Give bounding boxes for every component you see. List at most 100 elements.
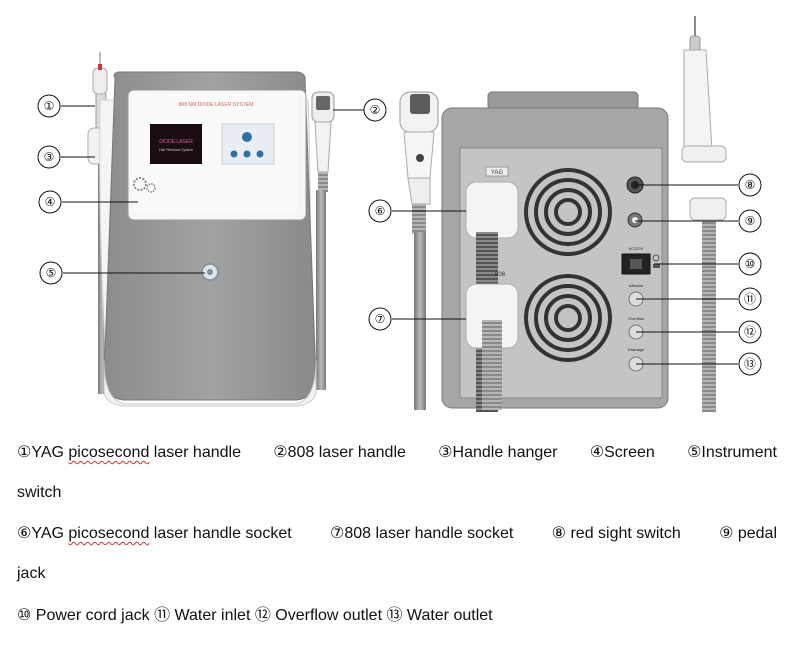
power-label: AC220V [629, 246, 644, 251]
callout-5: ⑤ [39, 261, 63, 285]
callout-9: ⑨ [738, 209, 762, 233]
overflow-outlet: Overflow [628, 316, 644, 340]
fan-top [524, 168, 612, 256]
legend-text-11: Water inlet [170, 607, 255, 624]
legend-line-3: ⑥YAG picosecond laser handle socket ⑦808… [17, 523, 777, 544]
legend-item-12: ⑫ Overflow outlet [254, 605, 387, 624]
legend-item-1: ①YAG picosecond laser handle [17, 442, 241, 463]
legend-line-2: switch [17, 484, 62, 501]
callout-10: ⑩ [738, 252, 762, 276]
legend-text-3: Handle hanger [452, 444, 558, 461]
callout-8-label: ⑧ [745, 178, 756, 192]
callout-7: ⑦ [368, 307, 392, 331]
legend-num-8: ⑧ [551, 523, 567, 542]
callout-8: ⑧ [738, 173, 762, 197]
callout-6: ⑥ [368, 199, 392, 223]
legend-item-6: ⑥YAG picosecond laser handle socket [17, 523, 292, 544]
fan-bottom [524, 274, 612, 362]
front-screen: 808 NM DIODE LASER SYSTEM DIODE LASER Ha… [127, 89, 307, 221]
socket-top-label: YAG [491, 170, 504, 176]
callout-11: ⑪ [738, 287, 762, 311]
legend-num-7: ⑦ [330, 523, 345, 542]
808-socket: 808 [465, 272, 519, 410]
callout-9-label: ⑨ [745, 214, 756, 228]
drainage-label: Drainage [628, 347, 645, 352]
legend-text-13: Water outlet [402, 607, 493, 624]
legend-text-10: Power cord jack [31, 607, 155, 624]
legend-num-11: ⑪ [154, 605, 171, 624]
callout-7-label: ⑦ [375, 312, 386, 326]
legend-line-5: ⑩ Power cord jack ⑪ Water inlet ⑫ Overfl… [17, 605, 777, 626]
callout-1: ① [37, 94, 61, 118]
overflow-label: Overflow [628, 316, 644, 321]
callout-2: ② [363, 98, 387, 122]
legend-pico-1: picosecond [68, 444, 150, 461]
legend-item-2: ②808 laser handle [273, 442, 406, 463]
power-cord-jack: AC220V [621, 246, 660, 275]
callout-2-label: ② [370, 103, 381, 117]
callout-13: ⑬ [738, 352, 762, 376]
callout-4-label: ④ [45, 195, 56, 209]
callout-5-label: ⑤ [46, 266, 57, 280]
yag-handle-back [681, 16, 727, 412]
legend-item-5: ⑤Instrument [687, 442, 777, 463]
legend-text-1: laser handle [149, 444, 241, 461]
legend-line-1: ①YAG picosecond laser handle ②808 laser … [17, 442, 777, 463]
legend-num-4: ④ [589, 442, 605, 461]
808-handle-front [311, 91, 335, 390]
callout-4: ④ [38, 190, 62, 214]
callouts [61, 105, 738, 365]
legend-item-13: ⑬ Water outlet [386, 605, 493, 624]
legend-text-2: 808 laser handle [287, 444, 406, 461]
legend-item-7: ⑦808 laser handle socket [330, 523, 513, 544]
legend-item-10: ⑩ Power cord jack [17, 605, 155, 624]
callout-12: ⑫ [738, 320, 762, 344]
legend-num-2: ② [273, 442, 288, 461]
legend-num-9: ⑨ [719, 523, 734, 542]
legend-item-9: ⑨ pedal [719, 523, 777, 544]
legend-yag-6: YAG [31, 525, 64, 542]
callout-10-label: ⑩ [745, 257, 756, 271]
pedal-jack [627, 212, 643, 228]
legend-pico-6: picosecond [68, 525, 150, 542]
screen-title: 808 NM DIODE LASER SYSTEM [179, 102, 253, 108]
legend-text-5: Instrument [701, 444, 777, 461]
legend-num-1: ① [17, 442, 32, 461]
legend-num-13: ⑬ [386, 605, 403, 624]
legend-text-9: pedal [733, 525, 777, 542]
legend-text-4: Screen [604, 444, 655, 461]
legend-item-4: ④Screen [590, 442, 655, 463]
legend-yag-1: YAG [31, 444, 64, 461]
callout-11-label: ⑪ [744, 292, 756, 306]
legend-text-8: red sight switch [566, 525, 681, 542]
callout-6-label: ⑥ [375, 204, 386, 218]
808-handle-back [399, 91, 439, 410]
callout-3-label: ③ [44, 150, 55, 164]
instrument-switch-icon [201, 263, 219, 281]
callout-numbers: ① ② ③ ④ ⑤ ⑥ ⑦ ⑧ ⑨ ⑩ ⑪ ⑫ ⑬ [37, 94, 762, 376]
socket-bottom-label: 808 [495, 272, 506, 278]
legend-line-4: jack [17, 565, 46, 582]
back-device: YAG 808 AC220V Affusion [399, 16, 727, 412]
callout-1-label: ① [44, 99, 55, 113]
legend-num-5: ⑤ [687, 442, 702, 461]
screen-line1: DIODE LASER [159, 139, 193, 145]
callout-3: ③ [37, 145, 61, 169]
legend-item-3: ③Handle hanger [438, 442, 557, 463]
callout-13-label: ⑬ [744, 357, 756, 371]
screen-line2: Hair Removal System [159, 148, 193, 152]
legend-text-7: 808 laser handle socket [344, 525, 514, 542]
front-device: 808 NM DIODE LASER SYSTEM DIODE LASER Ha… [87, 52, 335, 407]
legend-num-3: ③ [438, 442, 453, 461]
legend-item-8: ⑧ red sight switch [552, 523, 681, 544]
inlet-label: Affusion [629, 283, 643, 288]
callout-12-label: ⑫ [744, 325, 756, 339]
device-figure: 808 NM DIODE LASER SYSTEM DIODE LASER Ha… [37, 16, 762, 412]
legend-text-12: Overflow outlet [270, 607, 387, 624]
legend-text-6: laser handle socket [149, 525, 292, 542]
legend-num-10: ⑩ [17, 605, 32, 624]
water-inlet: Affusion [628, 283, 644, 307]
legend-item-11: ⑪ Water inlet [154, 605, 255, 624]
legend-num-12: ⑫ [254, 605, 271, 624]
legend-num-6: ⑥ [17, 523, 32, 542]
